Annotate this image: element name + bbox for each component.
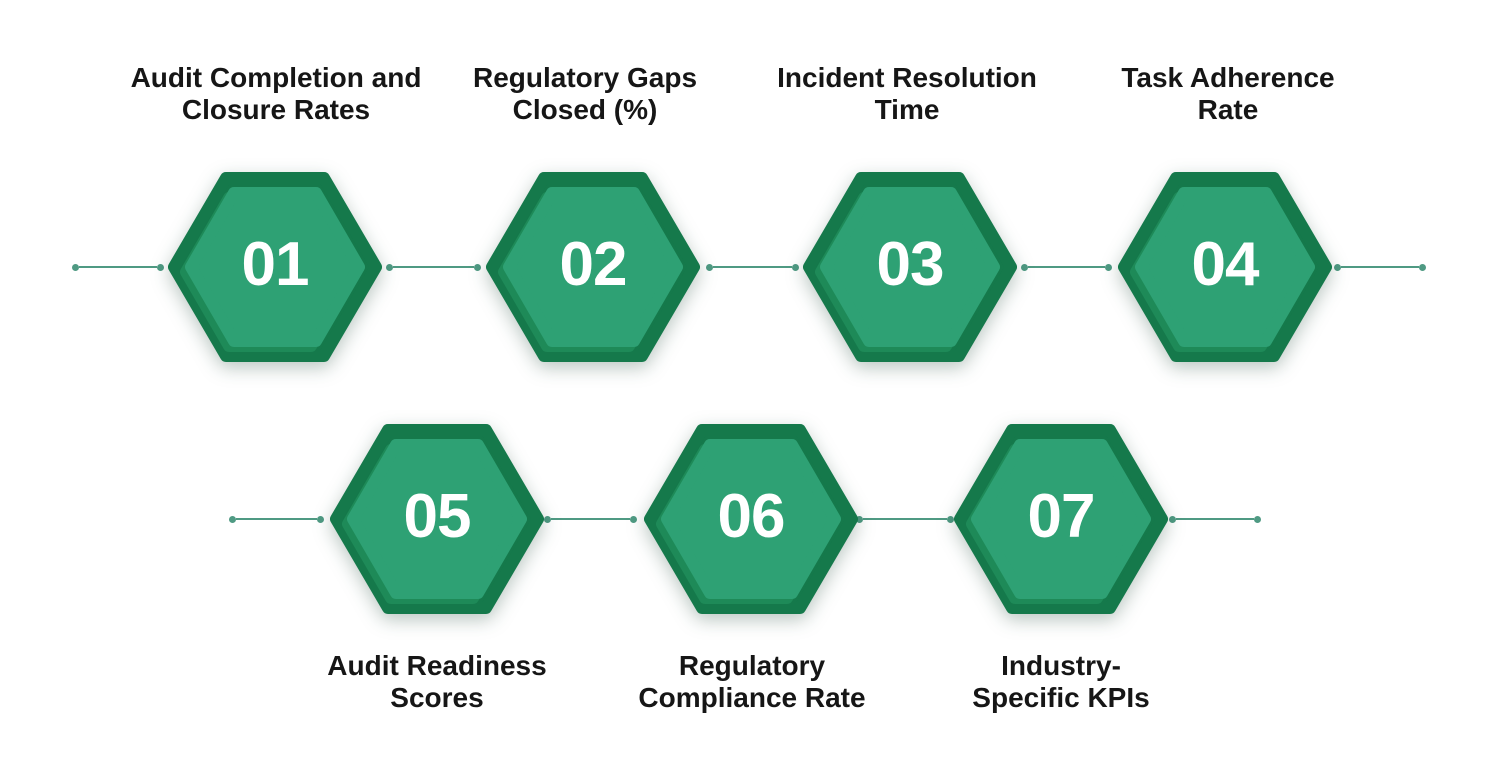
connector-02-03 <box>706 263 799 271</box>
connector-line <box>1176 518 1254 520</box>
hexagon-icon <box>486 172 700 362</box>
connector-dot <box>1254 515 1261 523</box>
connector-dot <box>792 263 799 271</box>
hexagon-icon <box>954 424 1168 614</box>
connector-line <box>1028 266 1105 268</box>
connector-line <box>79 266 157 268</box>
hexagon-icon <box>168 172 382 362</box>
connector-dot <box>706 263 713 271</box>
connector-dot <box>544 515 551 523</box>
step-number-2: 02 <box>559 229 628 299</box>
connector-01-02 <box>386 263 481 271</box>
hexagon-node-06: 06 <box>643 421 859 617</box>
connector-line <box>1341 266 1419 268</box>
connector-dot <box>317 515 324 523</box>
connector-dot <box>1105 263 1112 271</box>
connector-right-of-04 <box>1334 263 1426 271</box>
connector-dot <box>157 263 164 271</box>
connector-line <box>713 266 792 268</box>
connector-dot <box>1021 263 1028 271</box>
connector-line <box>551 518 630 520</box>
hexagon-node-07: 07 <box>953 421 1169 617</box>
step-number-6: 06 <box>717 481 786 551</box>
step-number-3: 03 <box>876 229 945 299</box>
connector-06-07 <box>856 515 954 523</box>
connector-left-of-01 <box>72 263 164 271</box>
connector-line <box>236 518 317 520</box>
connector-dot <box>474 263 481 271</box>
connector-right-of-07 <box>1169 515 1261 523</box>
step-label-1: Audit Completion and Closure Rates <box>130 62 422 125</box>
connector-left-of-05 <box>229 515 324 523</box>
hexagon-node-04: 04 <box>1117 169 1333 365</box>
step-label-3: Incident Resolution Time <box>777 62 1037 125</box>
hexagon-node-01: 01 <box>167 169 383 365</box>
connector-dot <box>856 515 863 523</box>
step-number-5: 05 <box>403 481 472 551</box>
step-number-4: 04 <box>1191 229 1260 299</box>
connector-line <box>863 518 947 520</box>
connector-dot <box>1419 263 1426 271</box>
step-label-7: Industry- Specific KPIs <box>972 650 1150 713</box>
hexagon-icon <box>1118 172 1332 362</box>
hexagon-icon <box>803 172 1017 362</box>
connector-dot <box>1169 515 1176 523</box>
step-label-6: Regulatory Compliance Rate <box>638 650 866 713</box>
connector-03-04 <box>1021 263 1112 271</box>
connector-line <box>393 266 474 268</box>
connector-dot <box>1334 263 1341 271</box>
connector-dot <box>630 515 637 523</box>
connector-dot <box>947 515 954 523</box>
hexagon-node-03: 03 <box>802 169 1018 365</box>
connector-dot <box>72 263 79 271</box>
connector-dot <box>386 263 393 271</box>
step-number-1: 01 <box>241 229 310 299</box>
hexagon-icon <box>330 424 544 614</box>
step-number-7: 07 <box>1027 481 1096 551</box>
hexagon-icon <box>644 424 858 614</box>
step-label-4: Task Adherence Rate <box>1121 62 1335 125</box>
step-label-2: Regulatory Gaps Closed (%) <box>472 62 698 125</box>
step-label-5: Audit Readiness Scores <box>327 650 547 713</box>
connector-05-06 <box>544 515 637 523</box>
hexagon-node-02: 02 <box>485 169 701 365</box>
hexagon-node-05: 05 <box>329 421 545 617</box>
connector-dot <box>229 515 236 523</box>
